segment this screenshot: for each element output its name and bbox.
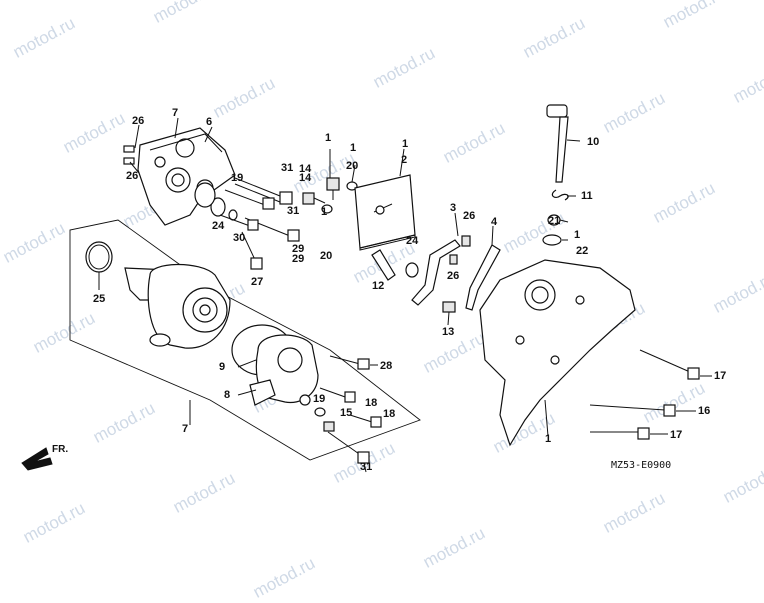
callout-labels: 2626672419303131292927141141201201212242…	[93, 107, 726, 473]
callout-1: 1	[402, 138, 408, 150]
water-pump-body	[124, 263, 231, 349]
water-pump-cover-8	[249, 334, 319, 406]
bolt-18-lower	[349, 414, 382, 428]
breather-rod-10	[546, 104, 569, 183]
callout-1: 1	[545, 433, 551, 445]
bolt-17-upper	[639, 349, 700, 380]
cover-gasket-plate-2	[354, 174, 416, 251]
bolt-30-lower	[224, 189, 275, 210]
dowel-pin-26-lower	[449, 254, 458, 265]
callout-31: 31	[281, 162, 293, 174]
callout-17: 17	[714, 370, 726, 382]
front-direction-arrow	[21, 447, 53, 471]
shaft-12	[371, 249, 396, 281]
exploded-parts-diagram: 2626672419303131292927141141201201212242…	[21, 104, 726, 473]
callout-22: 22	[576, 245, 588, 257]
callout-20: 20	[346, 160, 358, 172]
callout-17: 17	[670, 429, 682, 441]
dowel-pin-lower	[123, 157, 135, 165]
washer-20-lower	[321, 204, 333, 214]
callout-25: 25	[93, 293, 105, 305]
callout-14: 14	[299, 172, 312, 184]
callout-10: 10	[587, 136, 599, 148]
callout-9: 9	[219, 361, 225, 373]
callout-18: 18	[383, 408, 395, 420]
bolt-27	[241, 231, 263, 270]
bolt-13	[442, 301, 456, 313]
oil-seal-24	[405, 262, 419, 278]
callout-31: 31	[360, 461, 372, 473]
callout-31: 31	[287, 205, 299, 217]
callout-24: 24	[212, 220, 225, 232]
seal-22	[542, 234, 562, 246]
callout-13: 13	[442, 326, 454, 338]
arm-4	[465, 244, 501, 311]
bolt-29-left	[219, 214, 259, 231]
bolt-14	[326, 177, 340, 200]
callout-4: 4	[491, 216, 498, 228]
callout-7: 7	[172, 107, 178, 119]
callout-7: 7	[182, 423, 188, 435]
callout-1: 1	[321, 206, 327, 218]
bolt-18-upper	[319, 387, 356, 403]
dowel-pin-26-right	[461, 235, 471, 247]
callout-29: 29	[292, 243, 304, 255]
callout-14: 14	[299, 163, 312, 175]
callout-8: 8	[224, 389, 230, 401]
callout-2: 2	[401, 154, 407, 166]
callout-20: 20	[320, 250, 332, 262]
bolt-28	[329, 355, 370, 370]
bolt-16	[589, 404, 676, 417]
bolt-15	[323, 421, 335, 432]
arm-3	[411, 239, 461, 306]
callout-28: 28	[380, 360, 392, 372]
callout-15: 15	[340, 407, 352, 419]
o-ring-25	[85, 241, 113, 273]
callout-29: 29	[292, 253, 304, 265]
dowel-pin-upper	[123, 145, 135, 153]
callout-12: 12	[372, 280, 384, 292]
bolt-17-lower	[590, 427, 650, 440]
callout-26: 26	[132, 115, 144, 127]
callout-18: 18	[365, 397, 377, 409]
oil-seal-23	[210, 197, 226, 217]
direction-label: FR.	[52, 444, 68, 455]
callout-21: 21	[548, 215, 560, 227]
callout-16: 16	[698, 405, 710, 417]
callout-1: 1	[325, 132, 331, 144]
callout-24: 24	[406, 235, 419, 247]
bolt-14-lower	[302, 192, 326, 205]
diagram-code: MZ53-E0900	[611, 460, 671, 471]
assembly-group-outline	[69, 219, 421, 461]
callout-19: 19	[313, 393, 325, 405]
callout-11: 11	[581, 190, 593, 202]
left-crankcase-cover-1	[479, 259, 636, 447]
washer-19-lower	[314, 407, 326, 417]
callout-26: 26	[447, 270, 459, 282]
callout-6: 6	[206, 116, 212, 128]
callout-27: 27	[251, 276, 263, 288]
callout-3: 3	[450, 202, 456, 214]
callout-26: 26	[126, 170, 138, 182]
bolt-31	[327, 431, 370, 464]
callout-26: 26	[463, 210, 475, 222]
water-pump-cover-plate	[137, 127, 236, 226]
callout-19: 19	[231, 172, 243, 184]
callout-1: 1	[350, 142, 356, 154]
oil-seal-o-ring	[194, 182, 216, 208]
callout-30: 30	[233, 232, 245, 244]
leader-lines	[98, 117, 712, 473]
spring-11	[551, 189, 569, 201]
callout-1: 1	[574, 229, 580, 241]
